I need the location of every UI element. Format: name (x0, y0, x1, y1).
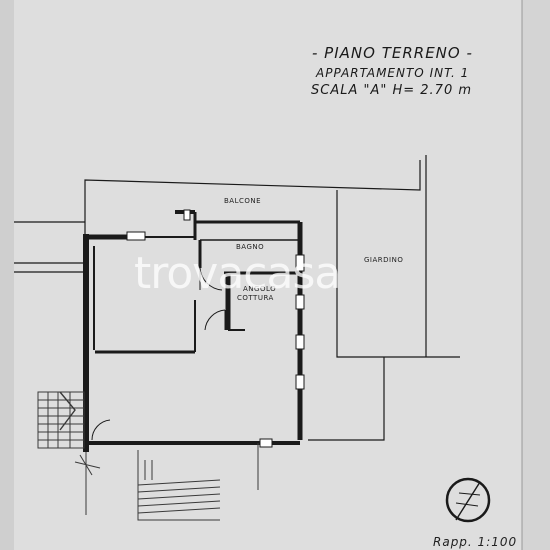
plan-scale-height: SCALA "A" H= 2.70 m (311, 83, 473, 98)
plan-subtitle: APPARTAMENTO INT. 1 (316, 66, 470, 80)
north-compass-icon (445, 477, 491, 523)
watermark-logo: trovacasa (134, 248, 341, 299)
paper-left-edge (0, 0, 14, 550)
room-label-angolo: ANGOLO (243, 285, 277, 293)
room-label-balcone: BALCONE (224, 197, 262, 205)
room-label-giardino: GIARDINO (364, 256, 404, 264)
paper-right-edge (522, 0, 550, 550)
scale-ratio: Rapp. 1:100 (433, 535, 518, 549)
plan-title: - PIANO TERRENO - (312, 44, 473, 62)
entry-steps (74, 443, 259, 521)
stair-icon (37, 391, 85, 449)
site-boundary (14, 155, 460, 441)
window-marks (126, 209, 305, 448)
door-swing-icon (91, 267, 226, 441)
room-label-cottura: COTTURA (237, 294, 274, 302)
room-label-bagno: BAGNO (236, 243, 265, 251)
